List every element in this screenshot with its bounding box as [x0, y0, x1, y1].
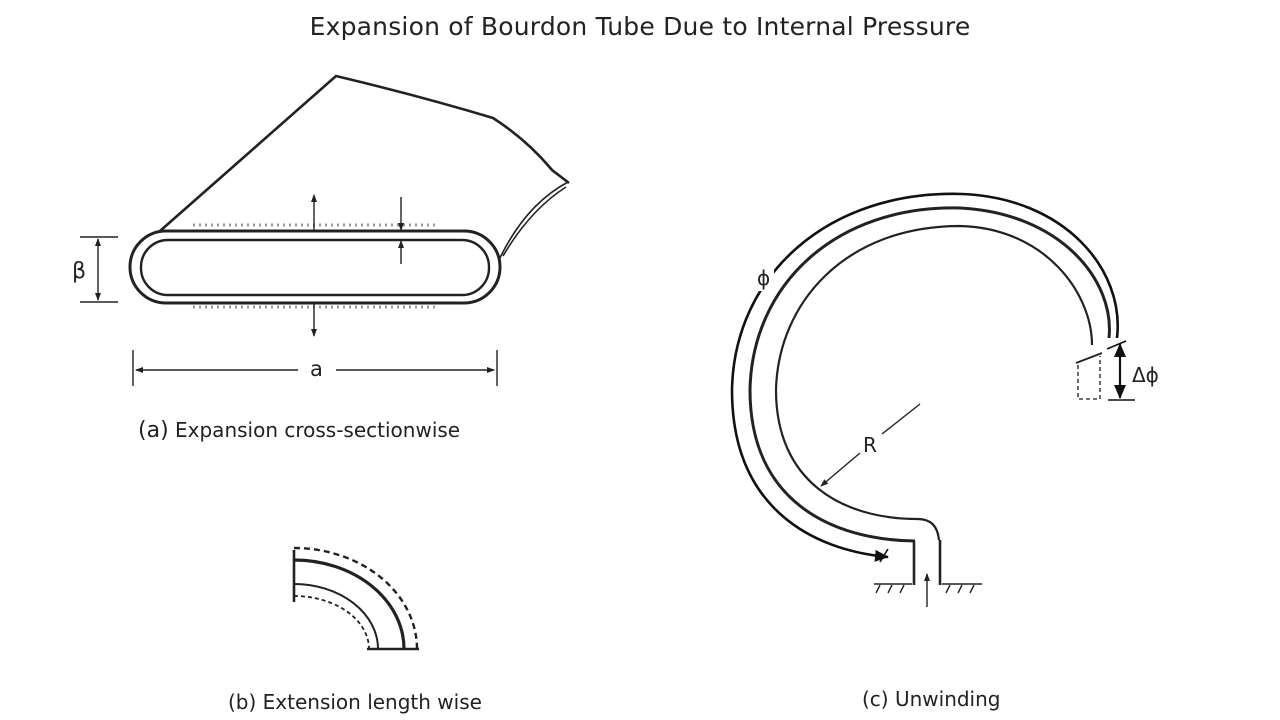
- panel-b-length-extension: [292, 546, 419, 651]
- caption-a-text: Expansion cross-sectionwise: [175, 418, 461, 442]
- arc-outer-dashed: [293, 546, 419, 650]
- tube-body-edge: [498, 181, 569, 261]
- ground-hatch-left: [875, 584, 905, 594]
- tube-displaced-end: [1077, 356, 1101, 400]
- caption-a-label: (a): [138, 418, 169, 443]
- radius-line-lower: [820, 452, 861, 487]
- caption-c: (c) Unwinding: [862, 687, 1001, 711]
- arc-outer-solid: [293, 558, 406, 650]
- panel-a-cross-section: β a: [72, 74, 570, 386]
- delta-phi-label: Δϕ: [1132, 363, 1159, 387]
- tube-wall-inner: [774, 224, 1094, 541]
- ground-hatch-right: [945, 584, 975, 594]
- radius-line-upper: [881, 403, 921, 435]
- phi-label-bg: [752, 265, 774, 291]
- figure-title: Expansion of Bourdon Tube Due to Interna…: [309, 12, 971, 41]
- delta-phi-tick-top: [1106, 340, 1127, 350]
- caption-b: (b) Extension length wise: [228, 690, 482, 714]
- cross-section-outer: [128, 229, 502, 305]
- beta-label: β: [72, 259, 86, 284]
- tube-end-cap: [1075, 352, 1103, 364]
- tube-body-outline: [159, 74, 570, 232]
- panel-c-unwinding: ϕ Δϕ R: [730, 192, 1159, 607]
- tube-wall-outer: [748, 206, 1111, 543]
- arc-inner-dashed: [293, 595, 370, 650]
- caption-a: (a) Expansion cross-sectionwise: [138, 418, 460, 443]
- phi-label: ϕ: [757, 266, 770, 290]
- phi-angle-arc: [730, 192, 1120, 562]
- cross-section-inner: [139, 238, 491, 297]
- radius-label: R: [863, 433, 877, 457]
- arc-inner-solid: [293, 583, 379, 650]
- a-label: a: [310, 357, 323, 381]
- phi-end-tick: [879, 548, 889, 563]
